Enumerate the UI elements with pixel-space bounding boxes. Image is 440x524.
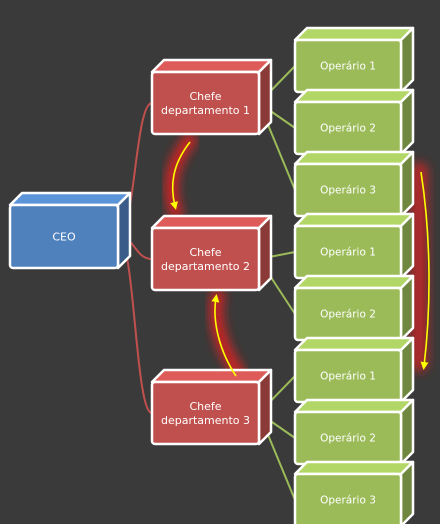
- chief-box-1-top-face: [150, 58, 273, 74]
- operator-box-6-label: Operário 1: [320, 371, 376, 383]
- operator-box-8-side-face: [399, 460, 415, 524]
- operator-box-7-label: Operário 2: [320, 433, 376, 445]
- operator-box-3-side-face: [399, 150, 415, 218]
- ceo-box: CEO: [8, 191, 132, 270]
- chief-box-2-label: departamento 2: [161, 260, 250, 273]
- operator-box-3-top-face: [293, 150, 415, 166]
- operator-box-1-label: Operário 1: [320, 61, 376, 73]
- operator-box-8: Operário 3: [293, 460, 415, 524]
- chief-box-1-label: departamento 1: [161, 104, 250, 117]
- operator-box-3: Operário 3: [293, 150, 415, 218]
- chief-box-3-front-face: [150, 380, 261, 446]
- chief-box-3-side-face: [257, 368, 273, 446]
- chief-box-1-side-face: [257, 58, 273, 136]
- chief-box-2-top-face: [150, 214, 273, 230]
- arrow-chief-3-to-2: [211, 294, 237, 377]
- arrow-operators-down: [420, 171, 430, 370]
- operator-box-5-side-face: [399, 274, 415, 342]
- operator-box-5-label: Operário 2: [320, 309, 376, 321]
- ceo-box-label: CEO: [52, 230, 76, 243]
- operator-box-2-side-face: [399, 88, 415, 156]
- ceo-box-top-face: [8, 191, 132, 207]
- chief-box-1-label: Chefe: [189, 90, 221, 103]
- operator-box-2-top-face: [293, 88, 415, 104]
- operator-box-5-top-face: [293, 274, 415, 290]
- operator-box-7: Operário 2: [293, 398, 415, 466]
- operator-box-4-top-face: [293, 212, 415, 228]
- chief-box-2-label: Chefe: [189, 246, 221, 259]
- operator-box-3-label: Operário 3: [320, 185, 376, 197]
- operator-box-1: Operário 1: [293, 26, 415, 94]
- ceo-box-front-face: [8, 203, 120, 270]
- flow-arrows: [170, 141, 430, 377]
- operator-box-8-label: Operário 3: [320, 495, 376, 507]
- operator-box-8-front-face: [293, 472, 403, 524]
- operator-box-4-label: Operário 1: [320, 247, 376, 259]
- ceo-box-side-face: [116, 191, 132, 270]
- operator-box-1-top-face: [293, 26, 415, 42]
- glow-highlight-chief-3-to-2: [209, 289, 245, 379]
- operator-box-7-side-face: [399, 398, 415, 466]
- operator-box-2: Operário 2: [293, 88, 415, 156]
- operator-box-6-side-face: [399, 336, 415, 404]
- chief-box-2-side-face: [257, 214, 273, 292]
- operator-box-8-top-face: [293, 460, 415, 476]
- glow-highlight-operators: [410, 162, 428, 372]
- chief-box-2-front-face: [150, 226, 261, 292]
- chief-box-3-top-face: [150, 368, 273, 384]
- operator-box-7-top-face: [293, 398, 415, 414]
- operator-box-5: Operário 2: [293, 274, 415, 342]
- operator-box-6-top-face: [293, 336, 415, 352]
- chief-box-3-label: Chefe: [189, 400, 221, 413]
- chief-box-1-front-face: [150, 70, 261, 136]
- operator-box-4: Operário 1: [293, 212, 415, 280]
- operator-box-6: Operário 1: [293, 336, 415, 404]
- operator-box-2-label: Operário 2: [320, 123, 376, 135]
- operator-box-4-side-face: [399, 212, 415, 280]
- operator-box-1-side-face: [399, 26, 415, 94]
- arrow-chief-1-to-2: [170, 141, 191, 210]
- chief-box-3-label: departamento 3: [161, 414, 250, 427]
